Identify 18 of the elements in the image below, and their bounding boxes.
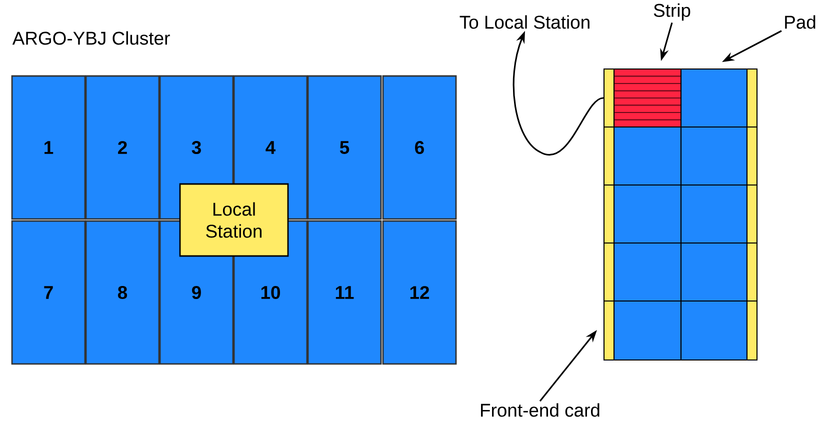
front-end-card: [603, 300, 615, 361]
callout-label: Pad: [785, 15, 816, 29]
rpc-chamber: 11: [307, 220, 382, 365]
rpc-chamber: 6: [382, 75, 457, 220]
callout-label: Front-end card: [481, 403, 600, 417]
rpc-chamber: 8: [85, 220, 160, 365]
title: ARGO-YBJ Cluster: [12, 31, 170, 45]
rpc-chamber: 12: [382, 220, 457, 365]
rpc-chamber: 5: [307, 75, 382, 220]
rpc-chamber: 1: [11, 75, 86, 220]
rpc-chamber: 2: [85, 75, 160, 220]
rpc-chamber: 7: [11, 220, 86, 365]
callout-label: To Local Station: [460, 15, 590, 29]
pad: [680, 68, 748, 128]
strip-pad: [613, 68, 682, 128]
callout-label: Strip: [654, 3, 690, 21]
local-station-box: Local Station: [179, 183, 289, 257]
front-end-card: [603, 68, 615, 128]
